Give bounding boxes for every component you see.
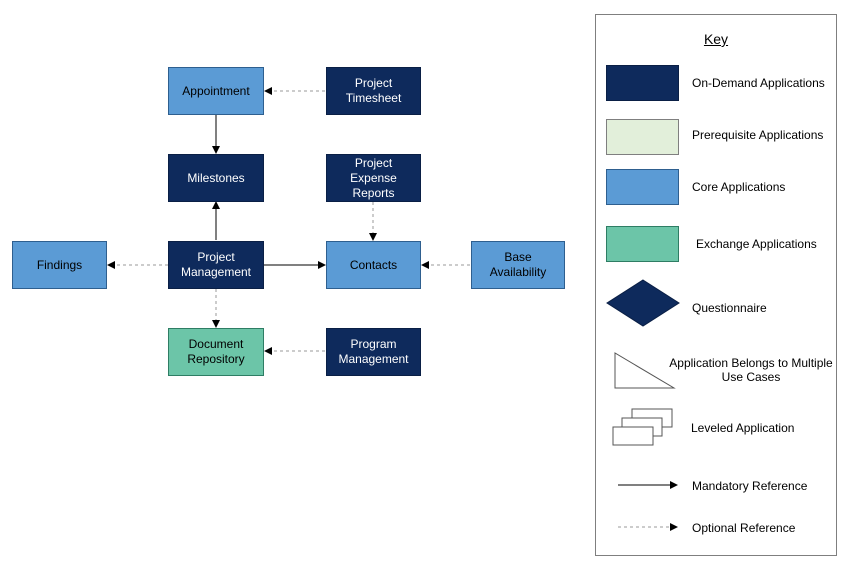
key-swatch-on-demand [606, 65, 679, 101]
node-appointment[interactable]: Appointment [168, 67, 264, 115]
optional-reference-arrow-icon [618, 523, 678, 531]
node-contacts[interactable]: Contacts [326, 241, 421, 289]
node-milestones[interactable]: Milestones [168, 154, 264, 202]
key-label-questionnaire: Questionnaire [692, 301, 767, 315]
key-label-on-demand: On-Demand Applications [692, 76, 825, 90]
key-swatch-prerequisite [606, 119, 679, 155]
key-label-prerequisite: Prerequisite Applications [692, 128, 824, 142]
leveled-application-stack-icon [612, 408, 673, 446]
key-swatch-core [606, 169, 679, 205]
key-label-optional-reference: Optional Reference [692, 521, 796, 535]
key-label-mandatory-reference: Mandatory Reference [692, 479, 808, 493]
key-label-core: Core Applications [692, 180, 786, 194]
node-project-expense-reports[interactable]: Project Expense Reports [326, 154, 421, 202]
node-program-management[interactable]: Program Management [326, 328, 421, 376]
questionnaire-diamond-icon [606, 279, 680, 327]
node-project-management[interactable]: Project Management [168, 241, 264, 289]
key-label-leveled-application: Leveled Application [691, 421, 795, 435]
node-document-repository[interactable]: Document Repository [168, 328, 264, 376]
multiple-use-cases-triangle-icon [614, 352, 676, 389]
node-project-timesheet[interactable]: Project Timesheet [326, 67, 421, 115]
node-findings[interactable]: Findings [12, 241, 107, 289]
key-label-multiple-use-cases: Application Belongs to Multiple Use Case… [669, 356, 833, 384]
key-swatch-exchange [606, 226, 679, 262]
key-label-exchange: Exchange Applications [696, 237, 817, 251]
key-title: Key [703, 31, 729, 47]
key-legend: Key On-Demand Applications Prerequisite … [595, 14, 837, 556]
node-base-availability[interactable]: Base Availability [471, 241, 565, 289]
mandatory-reference-arrow-icon [618, 481, 678, 489]
